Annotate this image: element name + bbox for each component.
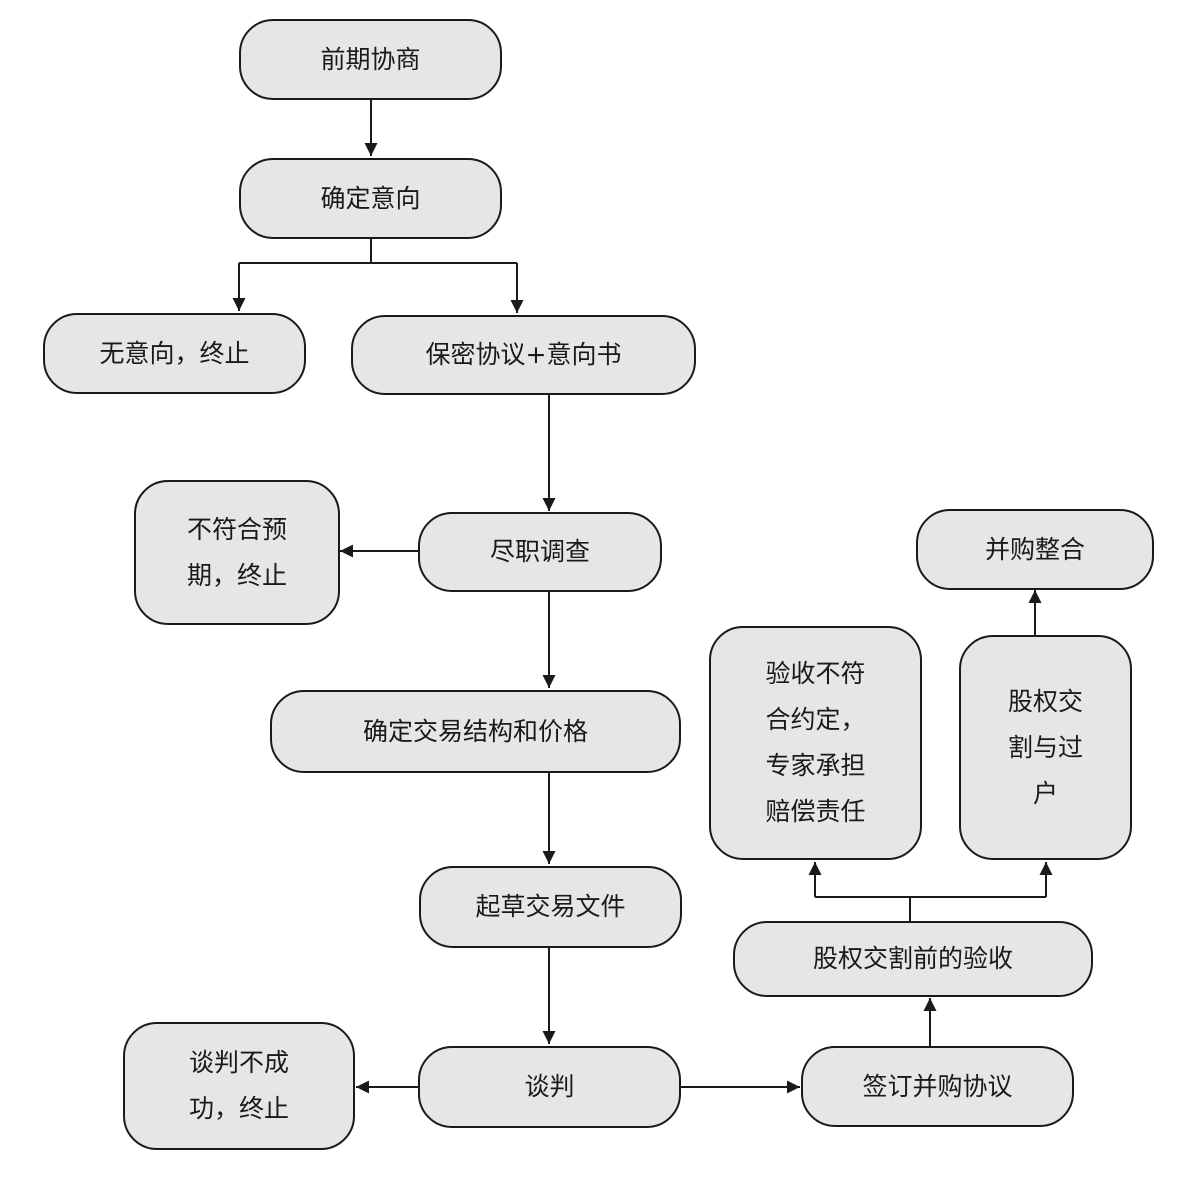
node-draft-documents: 起草交易文件: [419, 866, 682, 948]
node-line: 合约定，: [765, 705, 866, 734]
node-negotiation: 谈判: [418, 1046, 681, 1128]
node-no-intent-terminate: 无意向，终止: [43, 313, 306, 394]
node-line: 无意向，终止: [99, 338, 250, 368]
node-deal-structure-price: 确定交易结构和价格: [270, 690, 681, 773]
node-negotiation-failed-terminate: 谈判不成 功，终止: [123, 1022, 355, 1150]
node-due-diligence: 尽职调查: [418, 512, 662, 592]
node-line: 功，终止: [188, 1094, 289, 1123]
node-line: 验收不符: [765, 659, 866, 688]
node-sign-agreement: 签订并购协议: [801, 1046, 1074, 1127]
node-line: 确定交易结构和价格: [362, 716, 588, 746]
node-line: 前期协商: [320, 44, 421, 74]
node-line: 不符合预: [186, 514, 287, 544]
node-equity-delivery-transfer: 股权交 割与过 户: [959, 635, 1132, 860]
node-line: 保密协议+意向书: [425, 340, 622, 369]
node-line: 谈判不成: [188, 1048, 289, 1077]
node-line: 赔偿责任: [765, 797, 866, 826]
node-line: 起草交易文件: [475, 892, 626, 921]
node-unexpected-terminate: 不符合预 期，终止: [134, 480, 340, 625]
node-line: 专家承担: [765, 751, 866, 780]
node-confirm-intent: 确定意向: [239, 158, 502, 239]
node-line: 尽职调查: [489, 537, 590, 566]
node-initial-negotiation: 前期协商: [239, 19, 502, 100]
node-line: 谈判: [524, 1072, 575, 1101]
node-acceptance-fail-compensation: 验收不符 合约定， 专家承担 赔偿责任: [709, 626, 922, 860]
node-pre-delivery-acceptance: 股权交割前的验收: [733, 921, 1093, 997]
node-line: 确定意向: [320, 183, 421, 213]
node-nda-loi: 保密协议+意向书: [351, 315, 696, 395]
node-line: 割与过: [1007, 732, 1083, 762]
node-line: 签订并购协议: [862, 1071, 1013, 1101]
node-line: 股权交: [1007, 686, 1083, 716]
node-line: 并购整合: [984, 534, 1085, 564]
node-ma-integration: 并购整合: [916, 509, 1154, 590]
node-line: 股权交割前的验收: [812, 944, 1013, 973]
node-line: 期，终止: [186, 560, 287, 590]
node-line: 户: [1032, 778, 1058, 808]
